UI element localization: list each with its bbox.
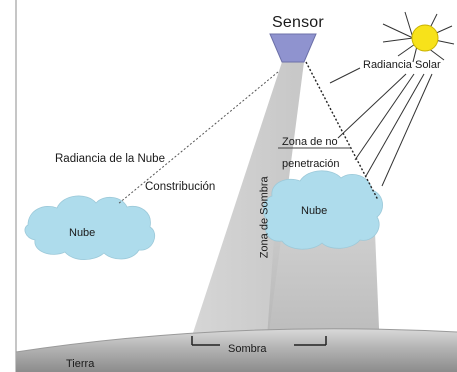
sensor-shape — [269, 33, 317, 63]
cloud-right-label: Nube — [301, 205, 328, 217]
sun-icon — [382, 11, 455, 63]
cloud-left-label: Nube — [69, 227, 96, 239]
cloud-right — [262, 170, 383, 250]
sensor-label: Sensor — [272, 14, 324, 31]
shadow-label: Sombra — [228, 343, 267, 355]
contribution-line — [117, 71, 279, 205]
cloud-radiance-label: Radiancia de la Nube — [55, 153, 165, 165]
sensor-cloud-line — [305, 61, 379, 201]
solar-rays — [329, 67, 433, 187]
solar-radiance-label: Radiancia Solar — [363, 59, 441, 71]
cloud-left — [24, 195, 156, 261]
contribution-label: Constribución — [145, 181, 216, 193]
shadow-zone-label: Zona de Sombra — [258, 176, 271, 259]
earth-ground — [16, 328, 457, 372]
no-penetration-label: Zona de no penetración — [282, 136, 340, 170]
earth-label: Tierra — [66, 358, 95, 370]
earth-horizon — [15, 328, 457, 353]
cloud-shadow-projection — [266, 232, 380, 352]
shadow-bracket — [191, 336, 327, 346]
